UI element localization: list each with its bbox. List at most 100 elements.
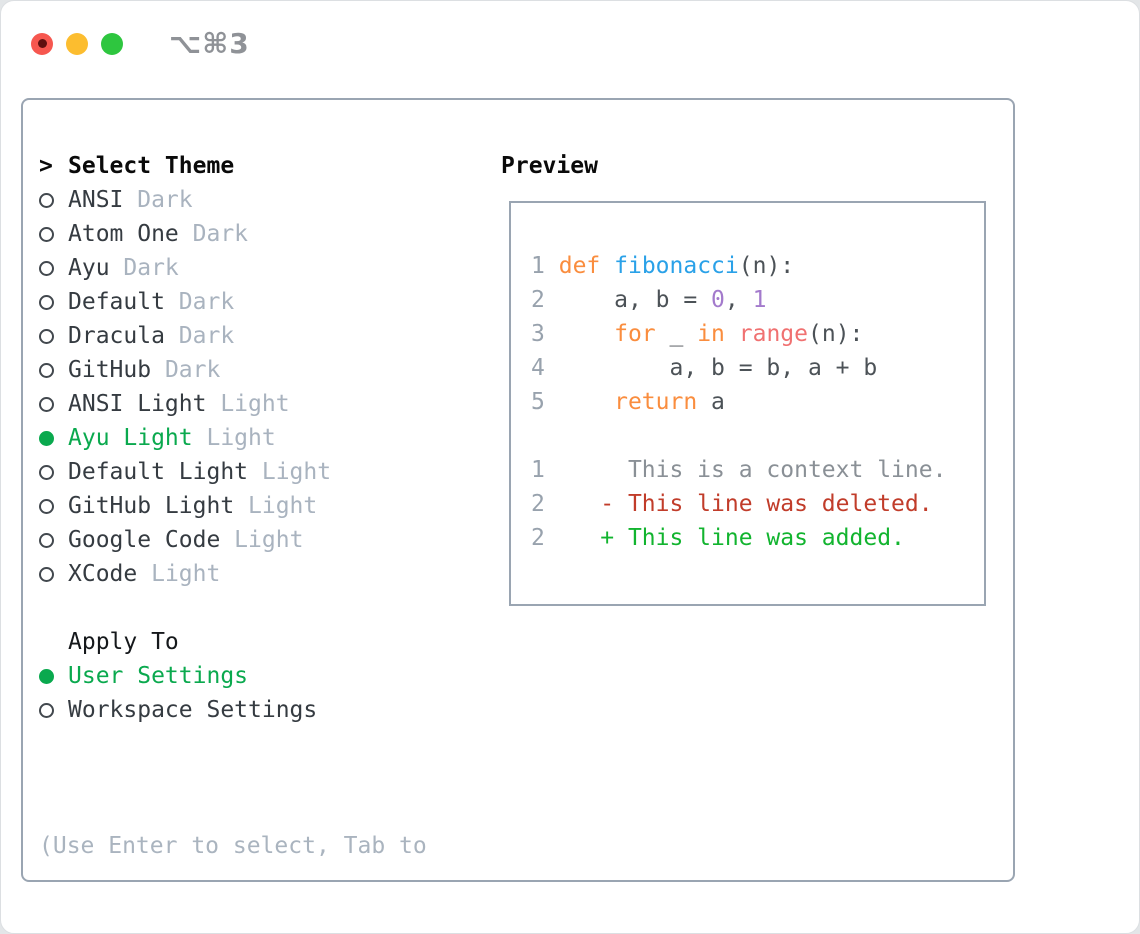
theme-name: Ayu <box>68 255 110 281</box>
code-token-plain: a, b = b, a + b <box>544 355 878 381</box>
theme-name: Ayu Light <box>68 425 193 451</box>
theme-variant: Dark <box>164 289 235 315</box>
radio-marker <box>39 192 68 208</box>
theme-name: Default Light <box>68 459 249 485</box>
preview-code-line: 4 a, b = b, a + b <box>531 351 984 385</box>
theme-name: Atom One <box>68 221 179 247</box>
close-dot-icon <box>37 39 47 48</box>
radio-icon <box>39 702 54 718</box>
theme-option-atom-one[interactable]: Atom One Dark <box>39 217 427 251</box>
radio-marker <box>39 702 68 718</box>
line-number: 1 <box>531 253 545 279</box>
code-token-plain: , <box>724 287 753 313</box>
theme-variant: Light <box>206 391 290 417</box>
theme-variant: Light <box>192 425 276 451</box>
theme-variant: Dark <box>151 357 221 383</box>
prompt-marker: > <box>39 153 68 179</box>
theme-variant: Light <box>234 493 318 519</box>
radio-icon <box>39 328 54 344</box>
code-token-plain <box>545 321 614 347</box>
theme-name: GitHub Light <box>68 493 235 519</box>
code-token-plain <box>545 253 559 279</box>
theme-option-dracula[interactable]: Dracula Dark <box>39 319 427 353</box>
preview-code-line: 3 for _ in range(n): <box>531 317 984 351</box>
code-token-plain: _ <box>655 321 698 347</box>
code-token-sp: range <box>738 321 809 347</box>
preview-code-line <box>531 419 984 453</box>
apply-option-label: Workspace Settings <box>68 697 318 723</box>
apply-to-title: Apply To <box>68 629 179 655</box>
preview-code-line: 2 a, b = 0, 1 <box>531 283 984 317</box>
theme-option-github-light[interactable]: GitHub Light Light <box>39 489 427 523</box>
radio-icon <box>39 532 54 548</box>
theme-name: Dracula <box>68 323 165 349</box>
minimize-button[interactable] <box>66 32 88 55</box>
theme-option-ayu-light[interactable]: Ayu Light Light <box>39 421 427 455</box>
code-token-del: - This line was deleted. <box>544 491 933 517</box>
theme-option-default-light[interactable]: Default Light Light <box>39 455 427 489</box>
code-token-kw: for <box>614 321 656 347</box>
theme-variant: Light <box>220 527 304 553</box>
theme-name: ANSI Light <box>68 391 207 417</box>
code-token-plain: a <box>697 389 725 415</box>
radio-marker <box>39 532 68 548</box>
radio-icon <box>39 464 54 480</box>
apply-option-user-settings[interactable]: User Settings <box>39 659 427 693</box>
preview-code-line: 2 - This line was deleted. <box>531 487 984 521</box>
theme-option-github[interactable]: GitHub Dark <box>39 353 427 387</box>
close-button[interactable] <box>31 32 53 55</box>
theme-variant: Dark <box>178 221 249 247</box>
radio-marker <box>39 430 68 446</box>
theme-name: GitHub <box>68 357 152 383</box>
radio-marker <box>39 668 68 684</box>
preview-code-line: 2 + This line was added. <box>531 521 984 555</box>
radio-marker <box>39 566 68 582</box>
line-number: 2 <box>531 525 545 551</box>
code-token-plain: (n): <box>808 321 864 347</box>
radio-marker <box>39 226 68 242</box>
radio-marker <box>39 294 68 310</box>
code-token-add: + This line was added. <box>544 525 905 551</box>
theme-name: XCode <box>68 561 138 587</box>
theme-option-ayu[interactable]: Ayu Dark <box>39 251 427 285</box>
radio-icon <box>39 226 54 242</box>
theme-option-ansi-light[interactable]: ANSI Light Light <box>39 387 427 421</box>
theme-variant: Dark <box>109 255 179 281</box>
radio-selected-icon <box>39 430 54 446</box>
line-number: 1 <box>531 457 545 483</box>
radio-marker <box>39 464 68 480</box>
theme-option-google-code[interactable]: Google Code Light <box>39 523 427 557</box>
code-token-plain: (n): <box>738 253 795 279</box>
radio-icon <box>39 498 54 514</box>
theme-variant: Light <box>248 459 332 485</box>
line-number: 2 <box>531 491 545 517</box>
preview-title: Preview <box>501 153 598 179</box>
radio-marker <box>39 260 68 276</box>
line-number: 4 <box>531 355 545 381</box>
radio-marker <box>39 396 68 412</box>
apply-option-label: User Settings <box>68 663 249 689</box>
theme-variant: Light <box>137 561 221 587</box>
code-token-fn: fibonacci <box>614 253 739 279</box>
spacer <box>39 727 427 761</box>
line-number: 2 <box>531 287 545 313</box>
theme-option-default[interactable]: Default Dark <box>39 285 427 319</box>
help-text: (Use Enter to select, Tab to change focu… <box>39 761 427 933</box>
radio-icon <box>39 260 54 276</box>
line-number: 5 <box>531 389 545 415</box>
apply-option-workspace-settings[interactable]: Workspace Settings <box>39 693 427 727</box>
theme-variant: Dark <box>123 187 193 213</box>
theme-option-ansi[interactable]: ANSI Dark <box>39 183 427 217</box>
help-text-line1: (Use Enter to select, Tab to <box>39 833 427 859</box>
radio-marker <box>39 498 68 514</box>
theme-option-xcode[interactable]: XCode Light <box>39 557 427 591</box>
radio-marker <box>39 328 68 344</box>
line-number: 3 <box>531 321 545 347</box>
zoom-button[interactable] <box>101 32 123 55</box>
radio-icon <box>39 396 54 412</box>
code-token-plain <box>725 321 739 347</box>
